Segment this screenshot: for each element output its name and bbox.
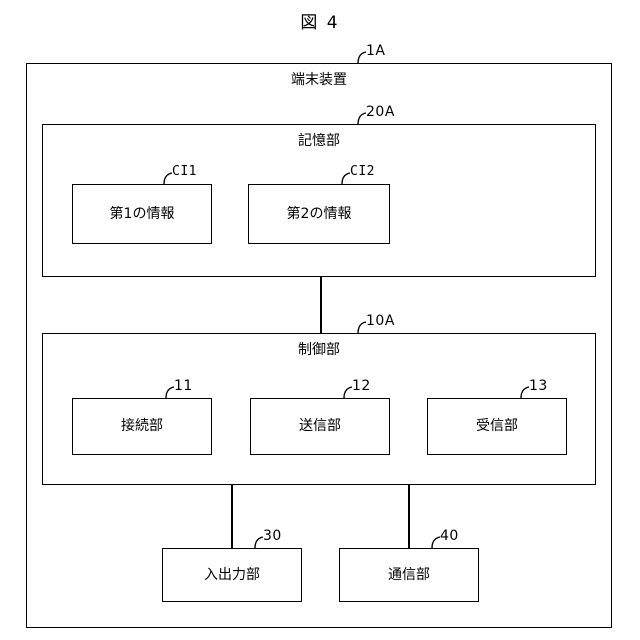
reception-unit-label: 受信部 (476, 418, 518, 434)
connector-storage-controller (320, 277, 322, 333)
transmission-unit-label: 送信部 (299, 418, 341, 434)
connection-unit-label: 接続部 (121, 418, 163, 434)
control-unit-box (42, 333, 596, 485)
leader-line-40 (431, 536, 441, 549)
leader-line-13 (520, 386, 530, 399)
ref-connection-unit: 11 (174, 378, 193, 394)
terminal-device-box (26, 63, 612, 628)
leader-line-ci1 (163, 172, 173, 185)
ref-first-information: CI1 (172, 164, 197, 179)
first-information-label: 第1の情報 (109, 206, 175, 222)
ref-io-unit: 30 (263, 528, 282, 544)
leader-line-20a (357, 112, 367, 126)
leader-line-10a (357, 321, 367, 335)
ref-reception-unit: 13 (529, 378, 548, 394)
communication-unit-label: 通信部 (388, 567, 430, 583)
leader-line-12 (343, 386, 353, 399)
ref-terminal-device: 1A (366, 43, 386, 59)
leader-line-ci2 (341, 172, 351, 185)
connection-unit-box (72, 398, 212, 455)
control-unit-label: 制御部 (298, 342, 340, 358)
first-information-box (72, 184, 212, 244)
leader-line-11 (165, 386, 175, 399)
figure-title: 図 4 (300, 13, 340, 33)
connector-controller-io (231, 485, 233, 548)
ref-storage-unit: 20A (366, 104, 395, 120)
io-unit-label: 入出力部 (204, 567, 260, 583)
leader-line-1a (357, 51, 367, 65)
transmission-unit-box (250, 398, 390, 455)
second-information-box (248, 184, 390, 244)
storage-unit-label: 記憶部 (298, 133, 340, 149)
terminal-device-label: 端末装置 (291, 72, 347, 88)
connector-controller-comm (408, 485, 410, 548)
io-unit-box (162, 548, 302, 602)
ref-control-unit: 10A (366, 313, 395, 329)
storage-unit-box (42, 124, 596, 277)
communication-unit-box (339, 548, 479, 602)
leader-line-30 (254, 536, 264, 549)
second-information-label: 第2の情報 (286, 206, 352, 222)
ref-transmission-unit: 12 (352, 378, 371, 394)
ref-communication-unit: 40 (440, 528, 459, 544)
ref-second-information: CI2 (350, 164, 375, 179)
reception-unit-box (427, 398, 567, 455)
